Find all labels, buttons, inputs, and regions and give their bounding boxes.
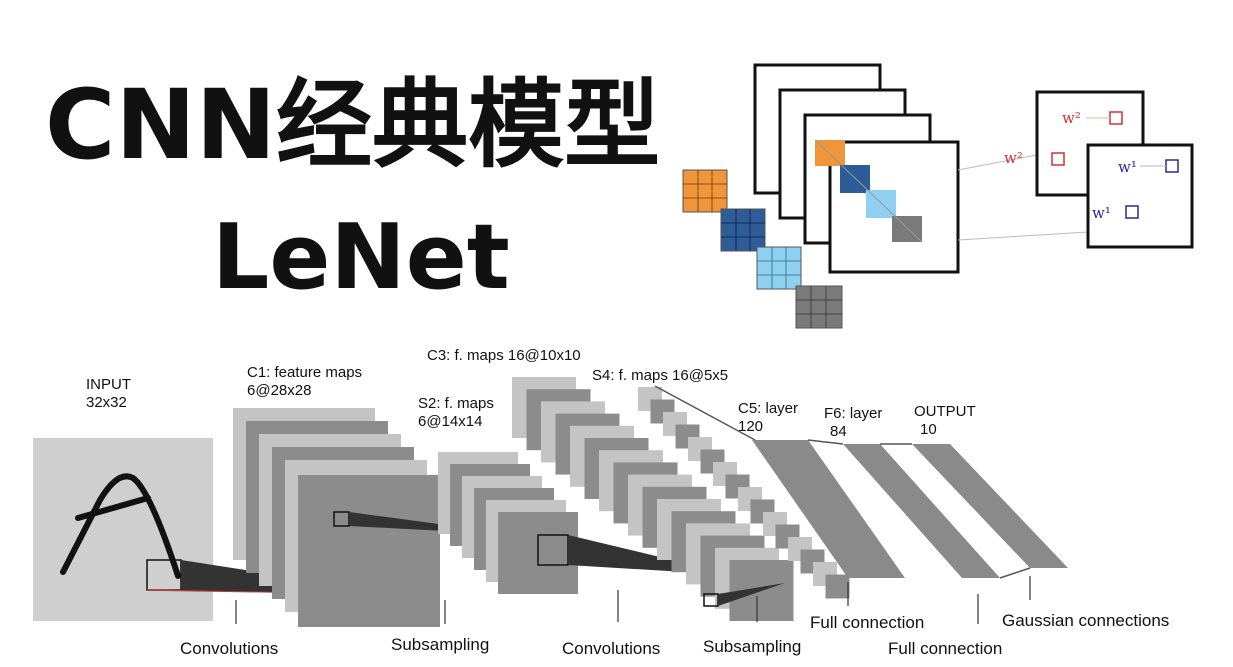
- f6-band: [843, 444, 1000, 578]
- label-s2-name: S2: f. maps: [418, 395, 494, 412]
- label-c5-name: C5: layer: [738, 400, 798, 417]
- weight-label-w1-a: w¹: [1118, 158, 1137, 176]
- label-c1-size: 6@28x28: [247, 382, 311, 399]
- label-c1-name: C1: feature maps: [247, 364, 362, 381]
- c5-band: [752, 440, 905, 578]
- weight-label-w2-b: w²: [1004, 149, 1023, 167]
- kernel-diagonal: [814, 139, 923, 243]
- input-receptive-line: [146, 589, 276, 593]
- label-c3: C3: f. maps 16@10x10: [427, 347, 581, 364]
- op-subsampling-1: Subsampling: [391, 635, 489, 654]
- s2-feature-maps: [438, 452, 735, 594]
- weight-tile-gray: [795, 285, 843, 329]
- title-line-1: CNN经典模型: [45, 69, 660, 181]
- connector-line: [957, 154, 1038, 171]
- fc-connector: [807, 439, 844, 445]
- weight-label-w2-a: w²: [1062, 109, 1081, 127]
- label-f6-name: F6: layer: [824, 405, 882, 422]
- c1-map: [298, 475, 440, 627]
- op-convolutions-2: Convolutions: [562, 639, 660, 658]
- op-subsampling-2: Subsampling: [703, 637, 801, 656]
- weight-cell: [1125, 205, 1139, 219]
- weight-cell: [1051, 152, 1065, 166]
- weight-label-w1-b: w¹: [1092, 204, 1111, 222]
- weight-tile-light-blue: [756, 246, 802, 290]
- c3-projection: [718, 583, 785, 606]
- fc-connector: [999, 567, 1031, 579]
- label-output-name: OUTPUT: [914, 403, 976, 420]
- weight-tile-dark-blue: [720, 208, 766, 252]
- output-band: [912, 444, 1068, 568]
- weight-sharing-figure: w² w² w¹ w¹: [682, 63, 1194, 329]
- title-line-2: LeNet: [212, 205, 510, 310]
- op-full-connection-1: Full connection: [810, 613, 924, 632]
- op-full-connection-2: Full connection: [888, 639, 1002, 658]
- input-letter-a: [60, 473, 181, 579]
- c3-feature-maps: [512, 377, 794, 621]
- op-convolutions-1: Convolutions: [180, 639, 278, 658]
- kernel-light-blue: [866, 190, 896, 218]
- lenet-diagram: INPUT 32x32 C1: feature maps 6@28x28 S2:…: [33, 347, 1169, 658]
- label-c5-size: 120: [738, 418, 763, 435]
- op-gaussian-connections: Gaussian connections: [1002, 611, 1169, 630]
- weight-frame-w1: [1086, 143, 1194, 249]
- input-image: [33, 438, 213, 621]
- label-input-name: INPUT: [86, 376, 131, 393]
- label-input-size: 32x32: [86, 394, 127, 411]
- label-output-size: 10: [920, 421, 937, 438]
- c1-feature-maps: [233, 408, 520, 627]
- s4-connector: [654, 385, 756, 441]
- label-s4: S4: f. maps 16@5x5: [592, 367, 728, 384]
- s4-map: [825, 574, 850, 599]
- label-f6-size: 84: [830, 423, 847, 440]
- input-letter-a-bar: [75, 495, 151, 521]
- connector-line: [957, 231, 1089, 241]
- weight-tile-orange: [682, 169, 728, 213]
- label-s2-size: 6@14x14: [418, 413, 482, 430]
- s4-feature-maps: [638, 387, 850, 599]
